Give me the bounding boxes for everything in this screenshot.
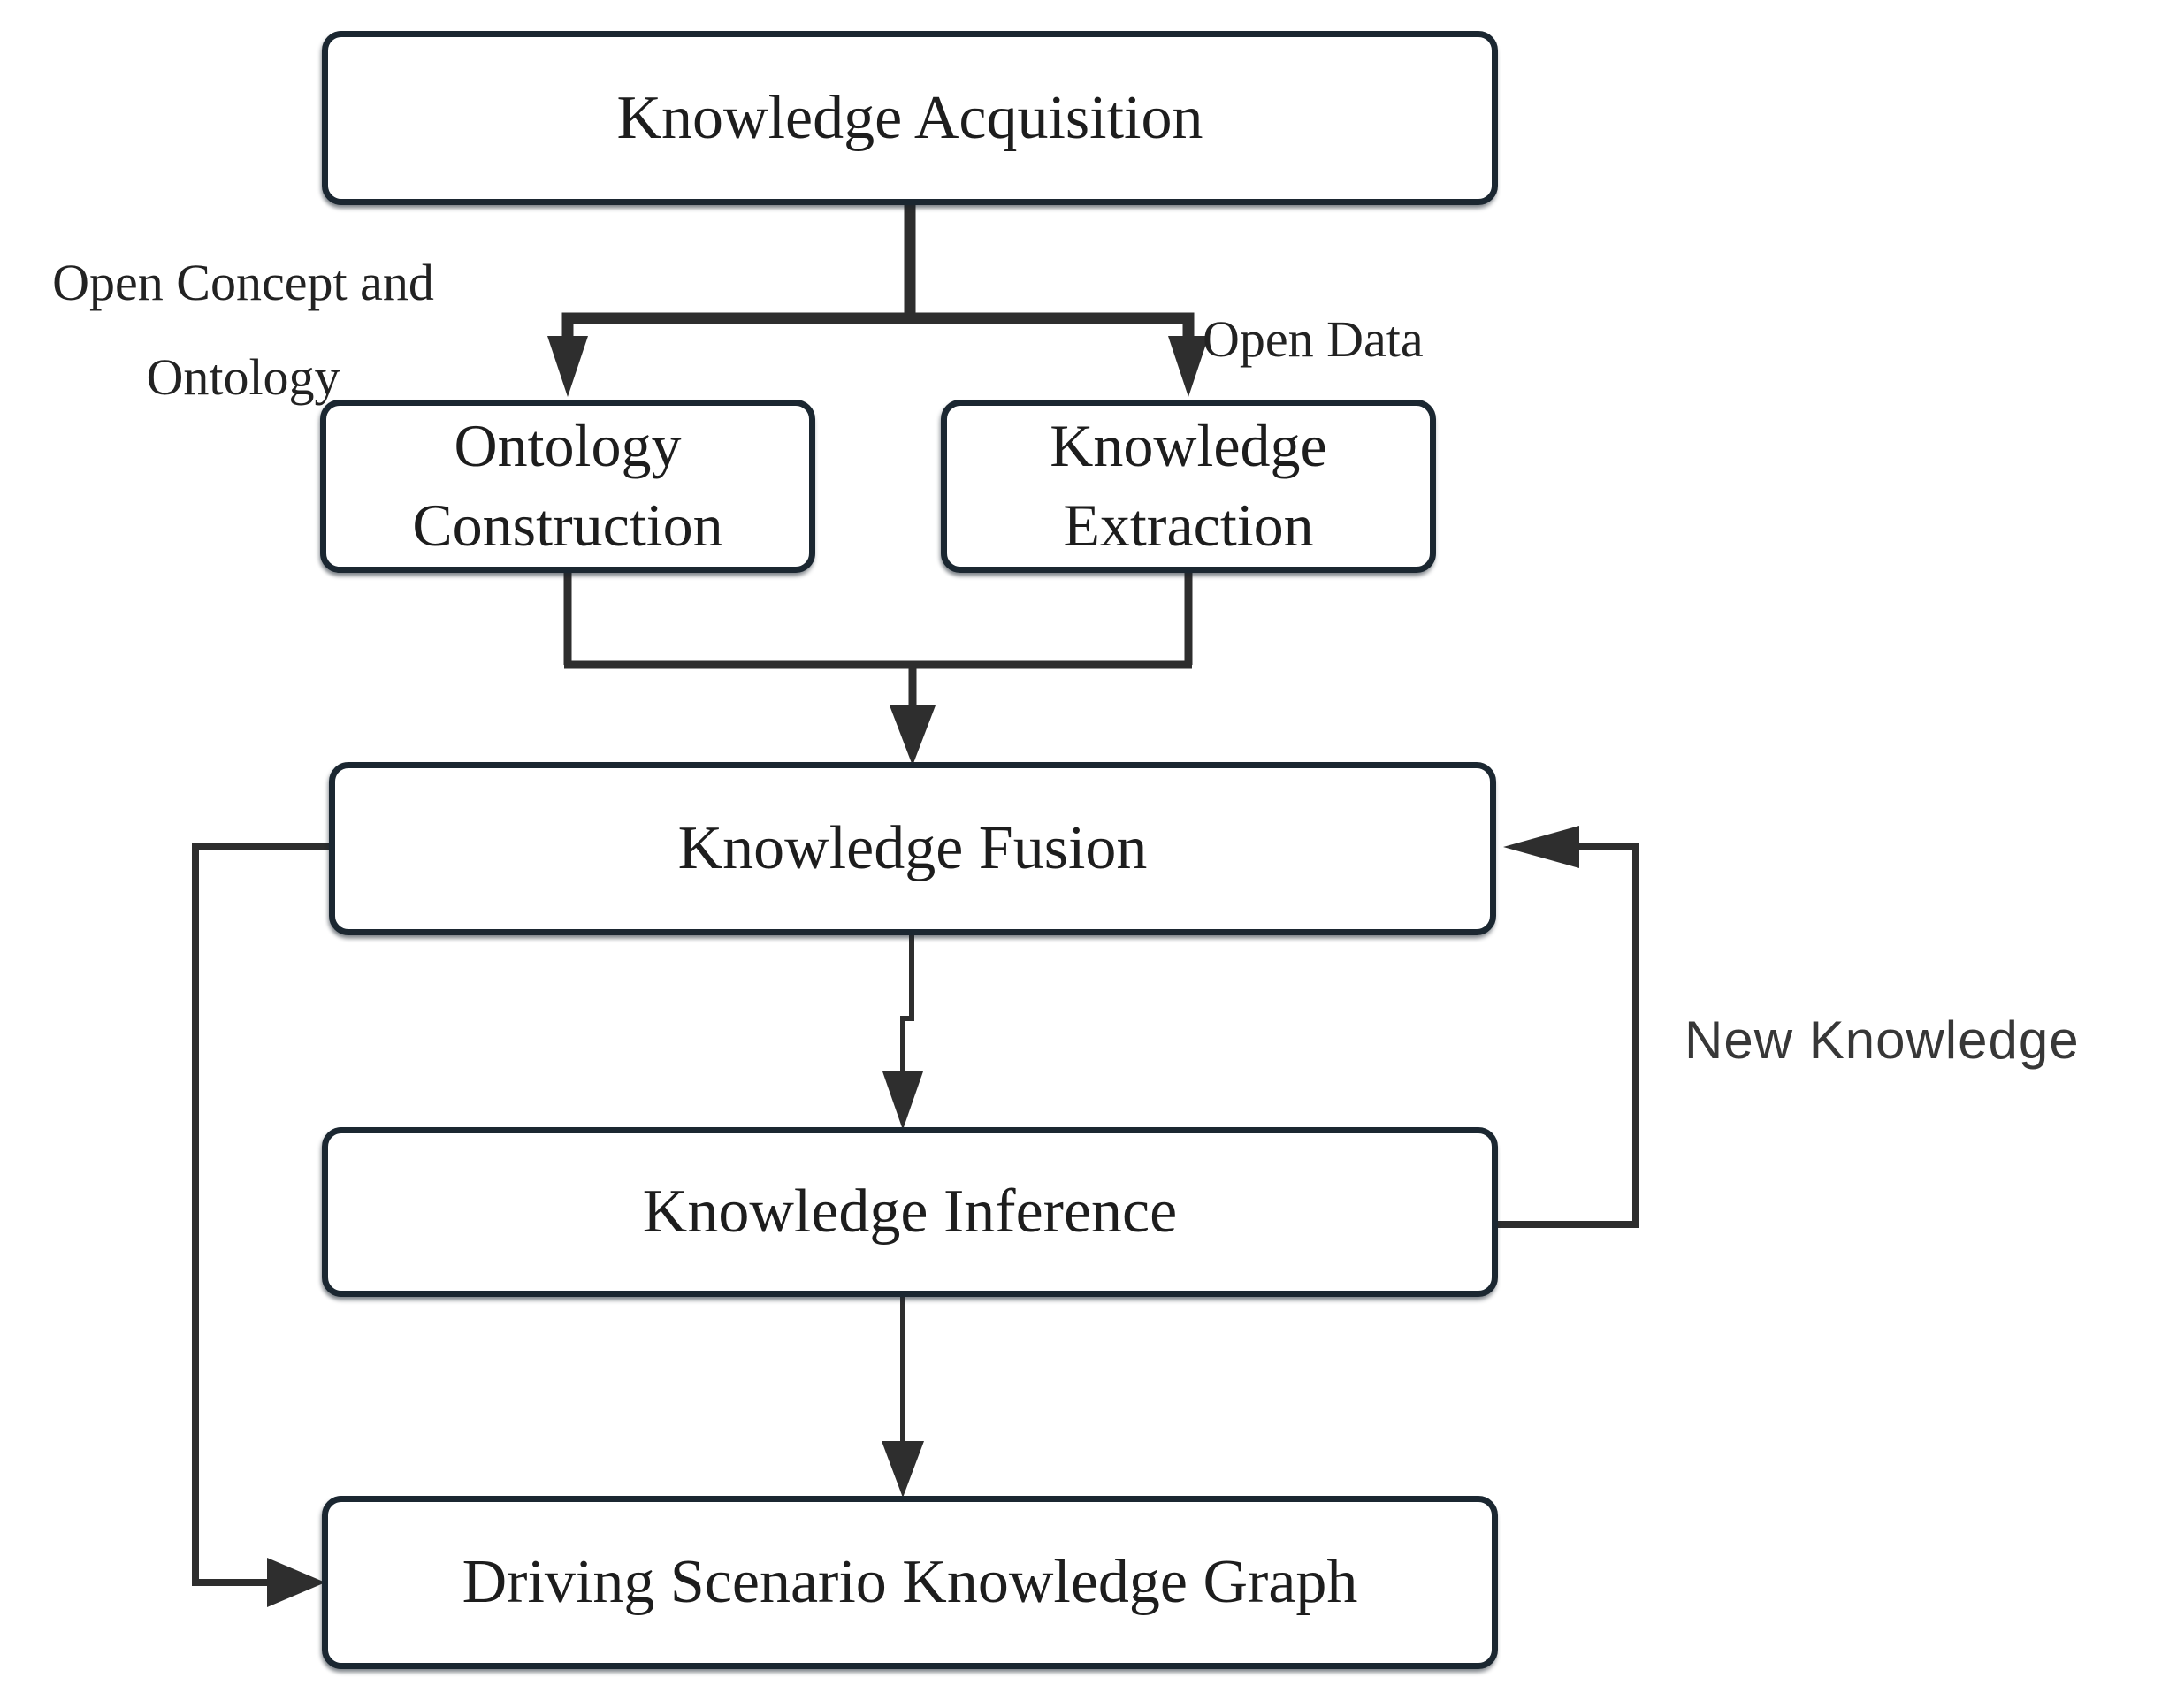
node-knowledge-acquisition: Knowledge Acquisition [322, 31, 1498, 205]
node-knowledge-acquisition-label: Knowledge Acquisition [616, 83, 1203, 152]
node-knowledge-inference: Knowledge Inference [322, 1127, 1498, 1297]
connector-left-bypass [192, 843, 332, 1586]
node-knowledge-extraction-label-line2: Extraction [1063, 492, 1314, 559]
node-knowledge-fusion-label: Knowledge Fusion [677, 814, 1148, 883]
connector-new-knowledge-loop [1494, 843, 1639, 1228]
arrowhead-into-ontology [547, 336, 588, 397]
connector-split-bar [561, 312, 1195, 343]
node-driving-scenario-knowledge-graph-label: Driving Scenario Knowledge Graph [462, 1548, 1358, 1617]
edge-label-new-knowledge: New Knowledge [1684, 1010, 2080, 1070]
edge-label-open-concept-line1: Open Concept and [52, 254, 434, 311]
node-knowledge-extraction-label-line1: Knowledge [1050, 412, 1327, 480]
node-knowledge-extraction: Knowledge Extraction [941, 400, 1436, 573]
node-ontology-construction-label-line2: Construction [412, 492, 723, 559]
edge-label-open-data: Open Data [1203, 310, 1424, 368]
arrowhead-into-inference [882, 1071, 923, 1130]
arrowhead-left-into-graph [267, 1558, 325, 1607]
node-ontology-construction-label-line1: Ontology [454, 412, 682, 480]
node-knowledge-fusion: Knowledge Fusion [329, 762, 1496, 935]
arrowhead-into-extraction [1168, 336, 1209, 397]
connector-fusion-to-inference [900, 934, 914, 1077]
arrowhead-into-fusion [890, 705, 936, 766]
node-knowledge-inference-label: Knowledge Inference [642, 1178, 1178, 1247]
edge-label-open-concept-line2: Ontology [146, 348, 340, 407]
arrowhead-feedback-into-fusion [1503, 826, 1579, 868]
edge-label-open-concept-and-ontology: Open Concept and Ontology [9, 235, 477, 425]
node-ontology-construction: Ontology Construction [320, 400, 815, 573]
node-driving-scenario-knowledge-graph: Driving Scenario Knowledge Graph [322, 1496, 1498, 1669]
arrowhead-into-graph [882, 1441, 924, 1498]
